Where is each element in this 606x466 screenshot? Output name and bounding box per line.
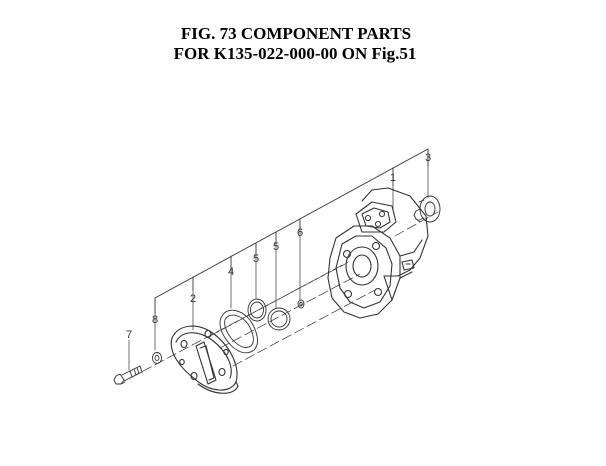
callout-2: 2 [190,293,196,305]
figure-title-line-1: FIG. 73 COMPONENT PARTS [180,24,412,43]
figure-title: FIG. 73 COMPONENT PARTS FOR K135-022-000… [0,24,606,64]
pump-body-part-1 [327,187,429,319]
callout-3: 3 [425,152,431,164]
callout-6: 6 [297,227,303,239]
leader-lines [128,165,429,371]
o-ring-part-5-right [267,307,291,331]
callout-5-left: 5 [253,253,259,265]
oil-seal-part-3 [413,195,441,223]
callout-5-right: 5 [273,241,279,253]
washer-part-8 [152,352,162,364]
callout-7: 7 [126,329,132,341]
small-o-ring-part-6 [297,299,305,309]
callout-8: 8 [152,314,158,326]
figure-title-line-2: FOR K135-022-000-00 ON Fig.51 [173,44,417,63]
assembly-centerlines [129,211,439,379]
callout-labels: 3 1 6 5 5 4 2 8 7 [126,152,431,341]
bolt-part-7 [113,365,143,385]
callout-4: 4 [228,266,234,278]
callout-1: 1 [390,172,396,184]
reference-line [154,148,429,314]
o-ring-part-5-left [247,298,267,322]
cover-plate-part-2 [170,325,239,394]
gasket-part-4 [219,309,258,354]
